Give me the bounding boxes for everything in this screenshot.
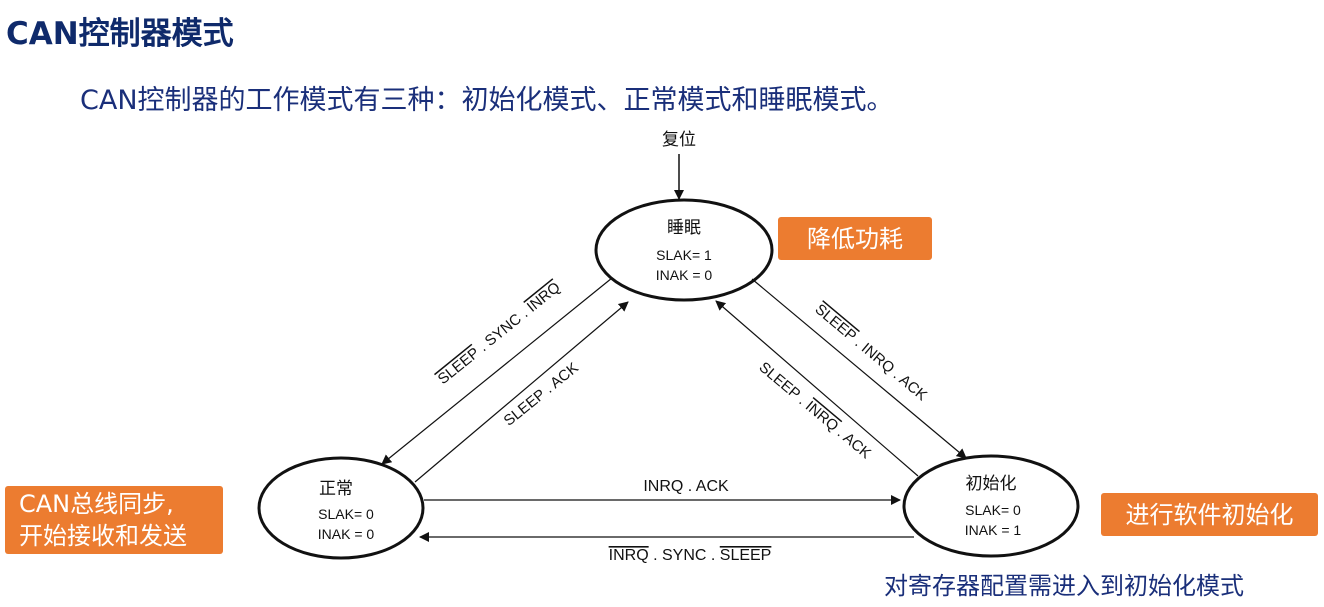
state-sleep-ellipse bbox=[594, 198, 774, 302]
arrow-init-to-sleep bbox=[715, 300, 919, 477]
state-init-inak: INAK = 1 bbox=[965, 522, 1022, 538]
state-normal-slak: SLAK= 0 bbox=[318, 506, 374, 522]
callout-normal-line2: 开始接收和发送 bbox=[19, 522, 187, 550]
arrow-sleep-to-normal bbox=[381, 277, 613, 465]
page-title: CAN控制器模式 bbox=[6, 16, 234, 52]
state-sleep-name: 睡眠 bbox=[667, 218, 701, 238]
label-sleep-to-normal-overline2: INRQ bbox=[524, 279, 564, 316]
callout-normal-line1: CAN总线同步, bbox=[19, 490, 174, 518]
state-sleep: 睡眠 SLAK= 1 INAK = 0 bbox=[594, 198, 774, 302]
state-sleep-inak: INAK = 0 bbox=[656, 267, 713, 283]
label-sleep-to-normal-mid: . SYNC . bbox=[472, 303, 535, 358]
label-init-to-normal-overline1: INRQ bbox=[609, 547, 649, 564]
state-init: 初始化 SLAK= 0 INAK = 1 bbox=[902, 454, 1080, 558]
label-sleep-to-init: SLEEP . INRQ . ACK bbox=[812, 301, 931, 404]
reset-label: 复位 bbox=[662, 130, 696, 150]
arrow-normal-to-sleep bbox=[414, 301, 629, 483]
state-normal-inak: INAK = 0 bbox=[318, 526, 375, 542]
state-sleep-slak: SLAK= 1 bbox=[656, 247, 712, 263]
label-normal-to-init: INRQ . ACK bbox=[643, 478, 729, 495]
label-init-to-sleep-post: . ACK bbox=[831, 422, 875, 462]
state-normal-ellipse bbox=[257, 456, 425, 560]
label-init-to-normal-mid: . SYNC . bbox=[649, 547, 720, 564]
label-init-to-sleep-pre: SLEEP . bbox=[756, 359, 813, 411]
callout-sleep: 降低功耗 bbox=[778, 217, 932, 260]
state-init-name: 初始化 bbox=[966, 474, 1017, 494]
state-init-ellipse bbox=[902, 454, 1080, 558]
subtitle: CAN控制器的工作模式有三种：初始化模式、正常模式和睡眠模式。 bbox=[80, 85, 894, 116]
label-init-to-sleep: SLEEP . INRQ . ACK bbox=[756, 359, 875, 462]
footnote: 对寄存器配置需进入到初始化模式 bbox=[884, 572, 1244, 600]
arrow-sleep-to-init bbox=[751, 278, 967, 459]
state-normal-name: 正常 bbox=[319, 479, 353, 499]
label-normal-to-sleep: SLEEP . ACK bbox=[501, 359, 582, 429]
callout-init: 进行软件初始化 bbox=[1101, 493, 1318, 536]
label-init-to-normal-overline2: SLEEP bbox=[720, 547, 772, 564]
callout-normal: CAN总线同步, 开始接收和发送 bbox=[5, 486, 223, 554]
label-sleep-to-normal-overline1: SLEEP bbox=[435, 344, 483, 388]
label-sleep-to-init-overline: SLEEP bbox=[812, 301, 860, 345]
label-init-to-normal: INRQ . SYNC . SLEEP bbox=[609, 547, 772, 564]
state-init-slak: SLAK= 0 bbox=[965, 502, 1021, 518]
state-normal: 正常 SLAK= 0 INAK = 0 bbox=[257, 456, 425, 560]
label-sleep-to-normal: SLEEP . SYNC . INRQ bbox=[435, 279, 564, 388]
